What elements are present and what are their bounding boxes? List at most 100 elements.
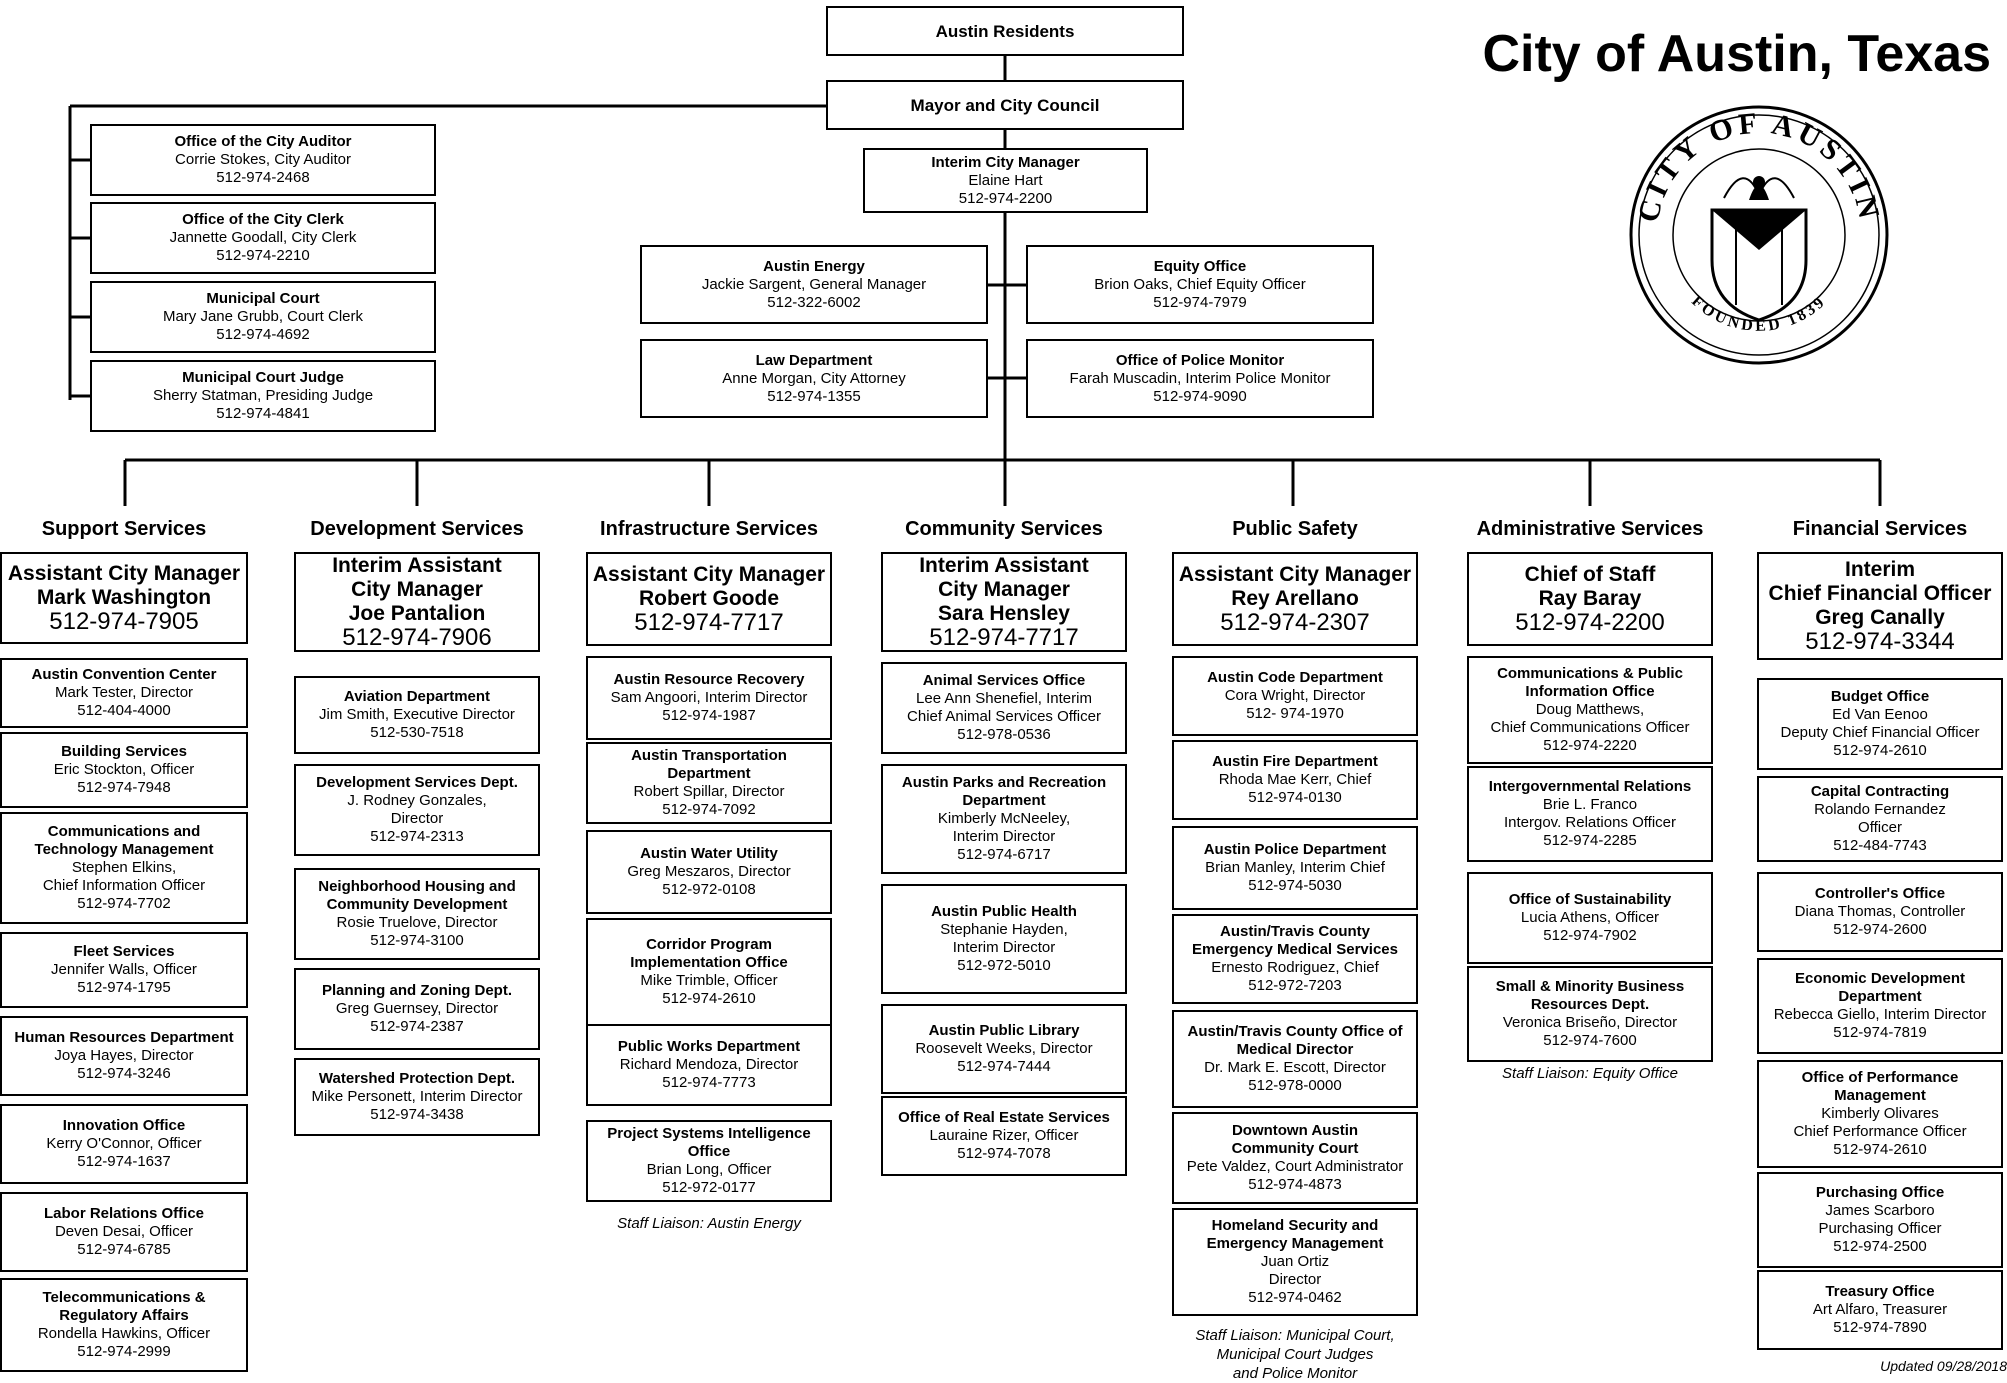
department-title: Austin Fire Department <box>1212 753 1378 770</box>
city-manager-phone: 512-974-2200 <box>958 189 1053 207</box>
department-detail: Interim Director <box>952 939 1056 956</box>
department-title: Economic Development <box>1794 970 1966 987</box>
department-detail: Chief Animal Services Officer <box>907 708 1101 725</box>
department-detail: 512-974-7702 <box>77 895 171 912</box>
office-detail: 512-974-2468 <box>216 169 310 186</box>
liaison-line: and Police Monitor <box>1232 1365 1358 1382</box>
office-detail: 512-974-9090 <box>1153 387 1247 405</box>
svg-text:CITY OF AUSTIN: CITY OF AUSTIN <box>1632 107 1887 226</box>
head-bold-line: Interim Assistant <box>332 554 502 577</box>
department-detail: 512-974-1987 <box>662 707 756 724</box>
department-detail: Dr. Mark E. Escott, Director <box>1204 1059 1386 1076</box>
department-title: Austin Public Health <box>931 903 1077 920</box>
department-detail: Kerry O'Connor, Officer <box>46 1135 202 1152</box>
office-title: Law Department <box>755 351 873 369</box>
department-detail: 512-974-7773 <box>662 1074 756 1091</box>
department-title: Communications & Public <box>1497 665 1683 682</box>
office-detail: 512-322-6002 <box>767 293 861 311</box>
department-detail: Eric Stockton, Officer <box>53 761 195 778</box>
department-detail: Ed Van Eenoo <box>1832 706 1928 723</box>
department-detail: 512-974-6785 <box>77 1241 171 1258</box>
department-detail: Art Alfaro, Treasurer <box>1812 1301 1948 1318</box>
department-title: Austin/Travis County Office of <box>1187 1023 1403 1040</box>
department-title: Austin Convention Center <box>31 666 217 683</box>
department-detail: Stephen Elkins, <box>71 859 177 876</box>
staff-liaison-note: Staff Liaison: Equity Office <box>1502 1064 1678 1083</box>
department-title: Austin Transportation Department <box>631 747 787 782</box>
column-title: Financial Services <box>1792 518 1968 540</box>
department-title: Communications and <box>47 823 201 840</box>
department-detail: Joya Hayes, Director <box>54 1047 194 1064</box>
office-detail: 512-974-2210 <box>216 247 310 264</box>
column-title: Community Services <box>905 518 1103 540</box>
department-title: Austin Parks and Recreation <box>901 774 1107 791</box>
department-detail: Robert Spillar, Director <box>633 783 785 800</box>
city-manager-title: Interim City Manager <box>931 153 1080 171</box>
department-detail: Officer <box>1858 819 1902 836</box>
department-detail: Cora Wright, Director <box>1224 687 1366 704</box>
head-bold-line: Greg Canally <box>1815 606 1945 629</box>
department-detail: Mike Personett, Interim Director <box>311 1088 523 1105</box>
head-bold-line: Rey Arellano <box>1231 587 1359 610</box>
department-title: Austin Code Department <box>1207 669 1383 686</box>
office-detail: Anne Morgan, City Attorney <box>722 369 906 387</box>
office-title: Equity Office <box>1153 257 1247 275</box>
department-title: Technology Management <box>34 841 214 858</box>
department-detail: 512-974-0130 <box>1248 789 1342 806</box>
department-title: Watershed Protection Dept. <box>318 1070 516 1087</box>
staff-liaison-note: Staff Liaison: Municipal Court,Municipal… <box>1195 1326 1394 1383</box>
department-detail: Rebecca Giello, Interim Director <box>1773 1006 1987 1023</box>
office-detail: Farah Muscadin, Interim Police Monitor <box>1069 369 1331 387</box>
department-detail: 512-974-2313 <box>370 828 464 845</box>
department-detail: 512-974-7600 <box>1543 1032 1637 1049</box>
department-title: Austin Water Utility <box>640 845 778 862</box>
column-title: Development Services <box>310 518 524 540</box>
department-title: Animal Services Office <box>922 672 1086 689</box>
head-line: 512-974-2307 <box>1220 609 1370 636</box>
department-detail: Rhoda Mae Kerr, Chief <box>1218 771 1372 788</box>
department-detail: Deputy Chief Financial Officer <box>1780 724 1980 741</box>
department-detail: Rolando Fernandez <box>1814 801 1946 818</box>
department-detail: Brian Long, Officer <box>646 1161 772 1178</box>
head-bold-line: Interim <box>1844 558 1915 581</box>
department-detail: Kimberly McNeeley, <box>937 810 1071 827</box>
department-detail: 512-972-0108 <box>662 881 756 898</box>
department-title: Emergency Management <box>1206 1235 1384 1252</box>
department-title: Telecommunications & <box>42 1289 206 1306</box>
department-detail: 512-974-2600 <box>1833 921 1927 938</box>
department-detail: 512-974-7092 <box>662 801 756 818</box>
head-bold-line: Robert Goode <box>639 587 779 610</box>
department-detail: James Scarboro <box>1825 1202 1935 1219</box>
department-detail: 512-974-0462 <box>1248 1289 1342 1306</box>
residents-label: Austin Residents <box>935 21 1075 41</box>
department-detail: Veronica Briseño, Director <box>1502 1014 1678 1031</box>
office-detail: 512-974-4841 <box>216 405 310 422</box>
office-title: Municipal Court Judge <box>182 369 344 386</box>
department-detail: Kimberly Olivares <box>1821 1105 1939 1122</box>
department-title: Corridor Program <box>646 936 772 953</box>
page-title: City of Austin, Texas <box>1482 25 1991 83</box>
department-title: Controller's Office <box>1814 885 1946 902</box>
